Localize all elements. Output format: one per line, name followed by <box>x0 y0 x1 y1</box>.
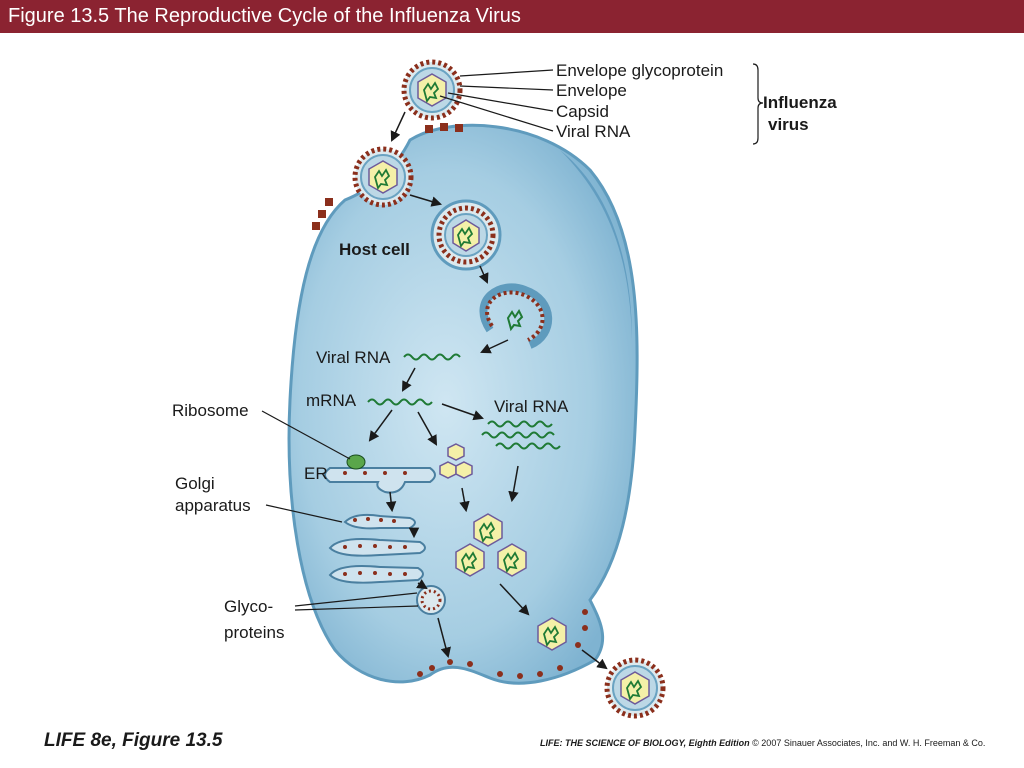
uncoating-virus <box>479 283 553 349</box>
label-mrna: mRNA <box>306 391 357 410</box>
viral-rna-strand <box>403 353 461 361</box>
label-viral-rna-right: Viral RNA <box>494 397 569 416</box>
viral-rna-copy-2 <box>481 431 555 439</box>
label-glyco: Glyco- <box>224 597 273 616</box>
viral-rna-copy-3 <box>495 442 561 450</box>
label-proteins: proteins <box>224 623 284 642</box>
golgi-glycoproteins <box>343 517 407 576</box>
caption-book: LIFE 8e <box>44 730 112 751</box>
copyright-line: LIFE: THE SCIENCE OF BIOLOGY, Eighth Edi… <box>540 738 985 748</box>
released-virus <box>604 657 666 719</box>
caption-figure: , Figure 13.5 <box>111 730 223 751</box>
rna-strands <box>367 353 561 450</box>
process-arrows <box>368 111 608 670</box>
title-bar: Figure 13.5 The Reproductive Cycle of th… <box>0 0 1024 33</box>
label-viral-rna-mid: Viral RNA <box>316 348 391 367</box>
assembled-capsids <box>455 513 567 651</box>
label-virus: virus <box>768 115 809 134</box>
copyright-book: LIFE: THE SCIENCE OF BIOLOGY, Eighth Edi… <box>540 738 750 748</box>
er <box>324 454 436 494</box>
copyright-text: © 2007 Sinauer Associates, Inc. and W. H… <box>749 738 986 748</box>
label-apparatus: apparatus <box>175 496 251 515</box>
ribosome-shape <box>346 454 366 470</box>
label-viral-rna-top: Viral RNA <box>556 122 631 141</box>
viral-rna-copy-1 <box>487 420 553 428</box>
membrane-glycoproteins <box>312 123 588 679</box>
page-title: Figure 13.5 The Reproductive Cycle of th… <box>8 5 521 27</box>
label-golgi: Golgi <box>175 474 215 493</box>
label-capsid: Capsid <box>556 102 609 121</box>
entering-virus <box>352 146 414 208</box>
label-envelope-glycoprotein: Envelope glycoprotein <box>556 61 723 80</box>
transport-vesicle <box>416 585 446 615</box>
golgi <box>328 513 426 584</box>
endosome-virus <box>430 199 502 271</box>
label-envelope: Envelope <box>556 81 627 100</box>
figure-caption: LIFE 8e, Figure 13.5 <box>44 730 222 752</box>
capsid-proteins <box>439 443 473 479</box>
label-ribosome: Ribosome <box>172 401 249 420</box>
leader-lines <box>261 63 764 611</box>
label-influenza: Influenza <box>763 93 837 112</box>
free-virus-top <box>401 59 463 121</box>
label-host-cell: Host cell <box>339 240 410 259</box>
label-er: ER <box>304 464 328 483</box>
mrna-strand <box>367 398 433 406</box>
